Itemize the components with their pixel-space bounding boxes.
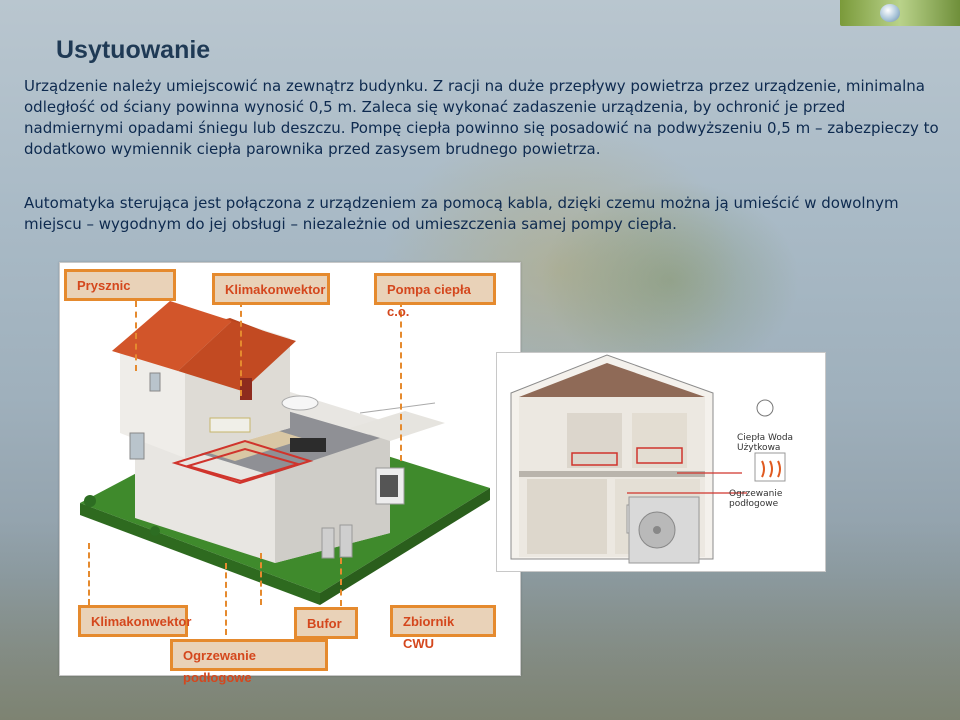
connector-pompa — [400, 301, 402, 461]
label-klimakonwektor-bottom: Klimakonwektor — [78, 605, 191, 637]
label-ciepla-woda: Ciepła Woda Użytkowa — [737, 433, 794, 453]
connector-klimakonwektor-top — [240, 301, 242, 396]
background-glow-2 — [540, 180, 800, 380]
label-zbiornik-cwu: Zbiornik CWU — [390, 605, 496, 651]
connector-prysznic — [135, 301, 137, 371]
connector-zbiornik — [340, 558, 342, 606]
paragraph-placement: Urządzenie należy umiejscowić na zewnątr… — [24, 77, 939, 158]
slide-title: Usytuowanie — [56, 36, 211, 64]
label-ogrzewanie-podlogowe: Ogrzewanie podłogowe — [170, 639, 328, 685]
paragraph-automation: Automatyka sterująca jest połączona z ur… — [24, 194, 899, 233]
house-heat-pump-diagram: Prysznic Klimakonwektor Pompa ciepła c.o… — [59, 262, 521, 685]
heat-pump-system-diagram: Ciepła Woda Użytkowa Ogrzewanie podłogow… — [496, 352, 826, 572]
connector-ogrzewanie — [225, 563, 227, 635]
water-drop-icon — [880, 4, 900, 22]
label-prysznic: Prysznic — [64, 269, 176, 301]
system-illustration — [510, 354, 786, 564]
label-ogrzewanie-podlogowe-2: Ogrzewanie podłogowe — [729, 489, 783, 509]
label-pompa-ciepla: Pompa ciepła c.o. — [374, 273, 496, 319]
label-bufor: Bufor — [294, 607, 358, 639]
connector-klimakonwektor-bottom — [88, 543, 90, 605]
connector-bufor — [260, 553, 262, 605]
label-klimakonwektor-top: Klimakonwektor — [212, 273, 330, 305]
corner-leaf-image — [840, 0, 960, 26]
